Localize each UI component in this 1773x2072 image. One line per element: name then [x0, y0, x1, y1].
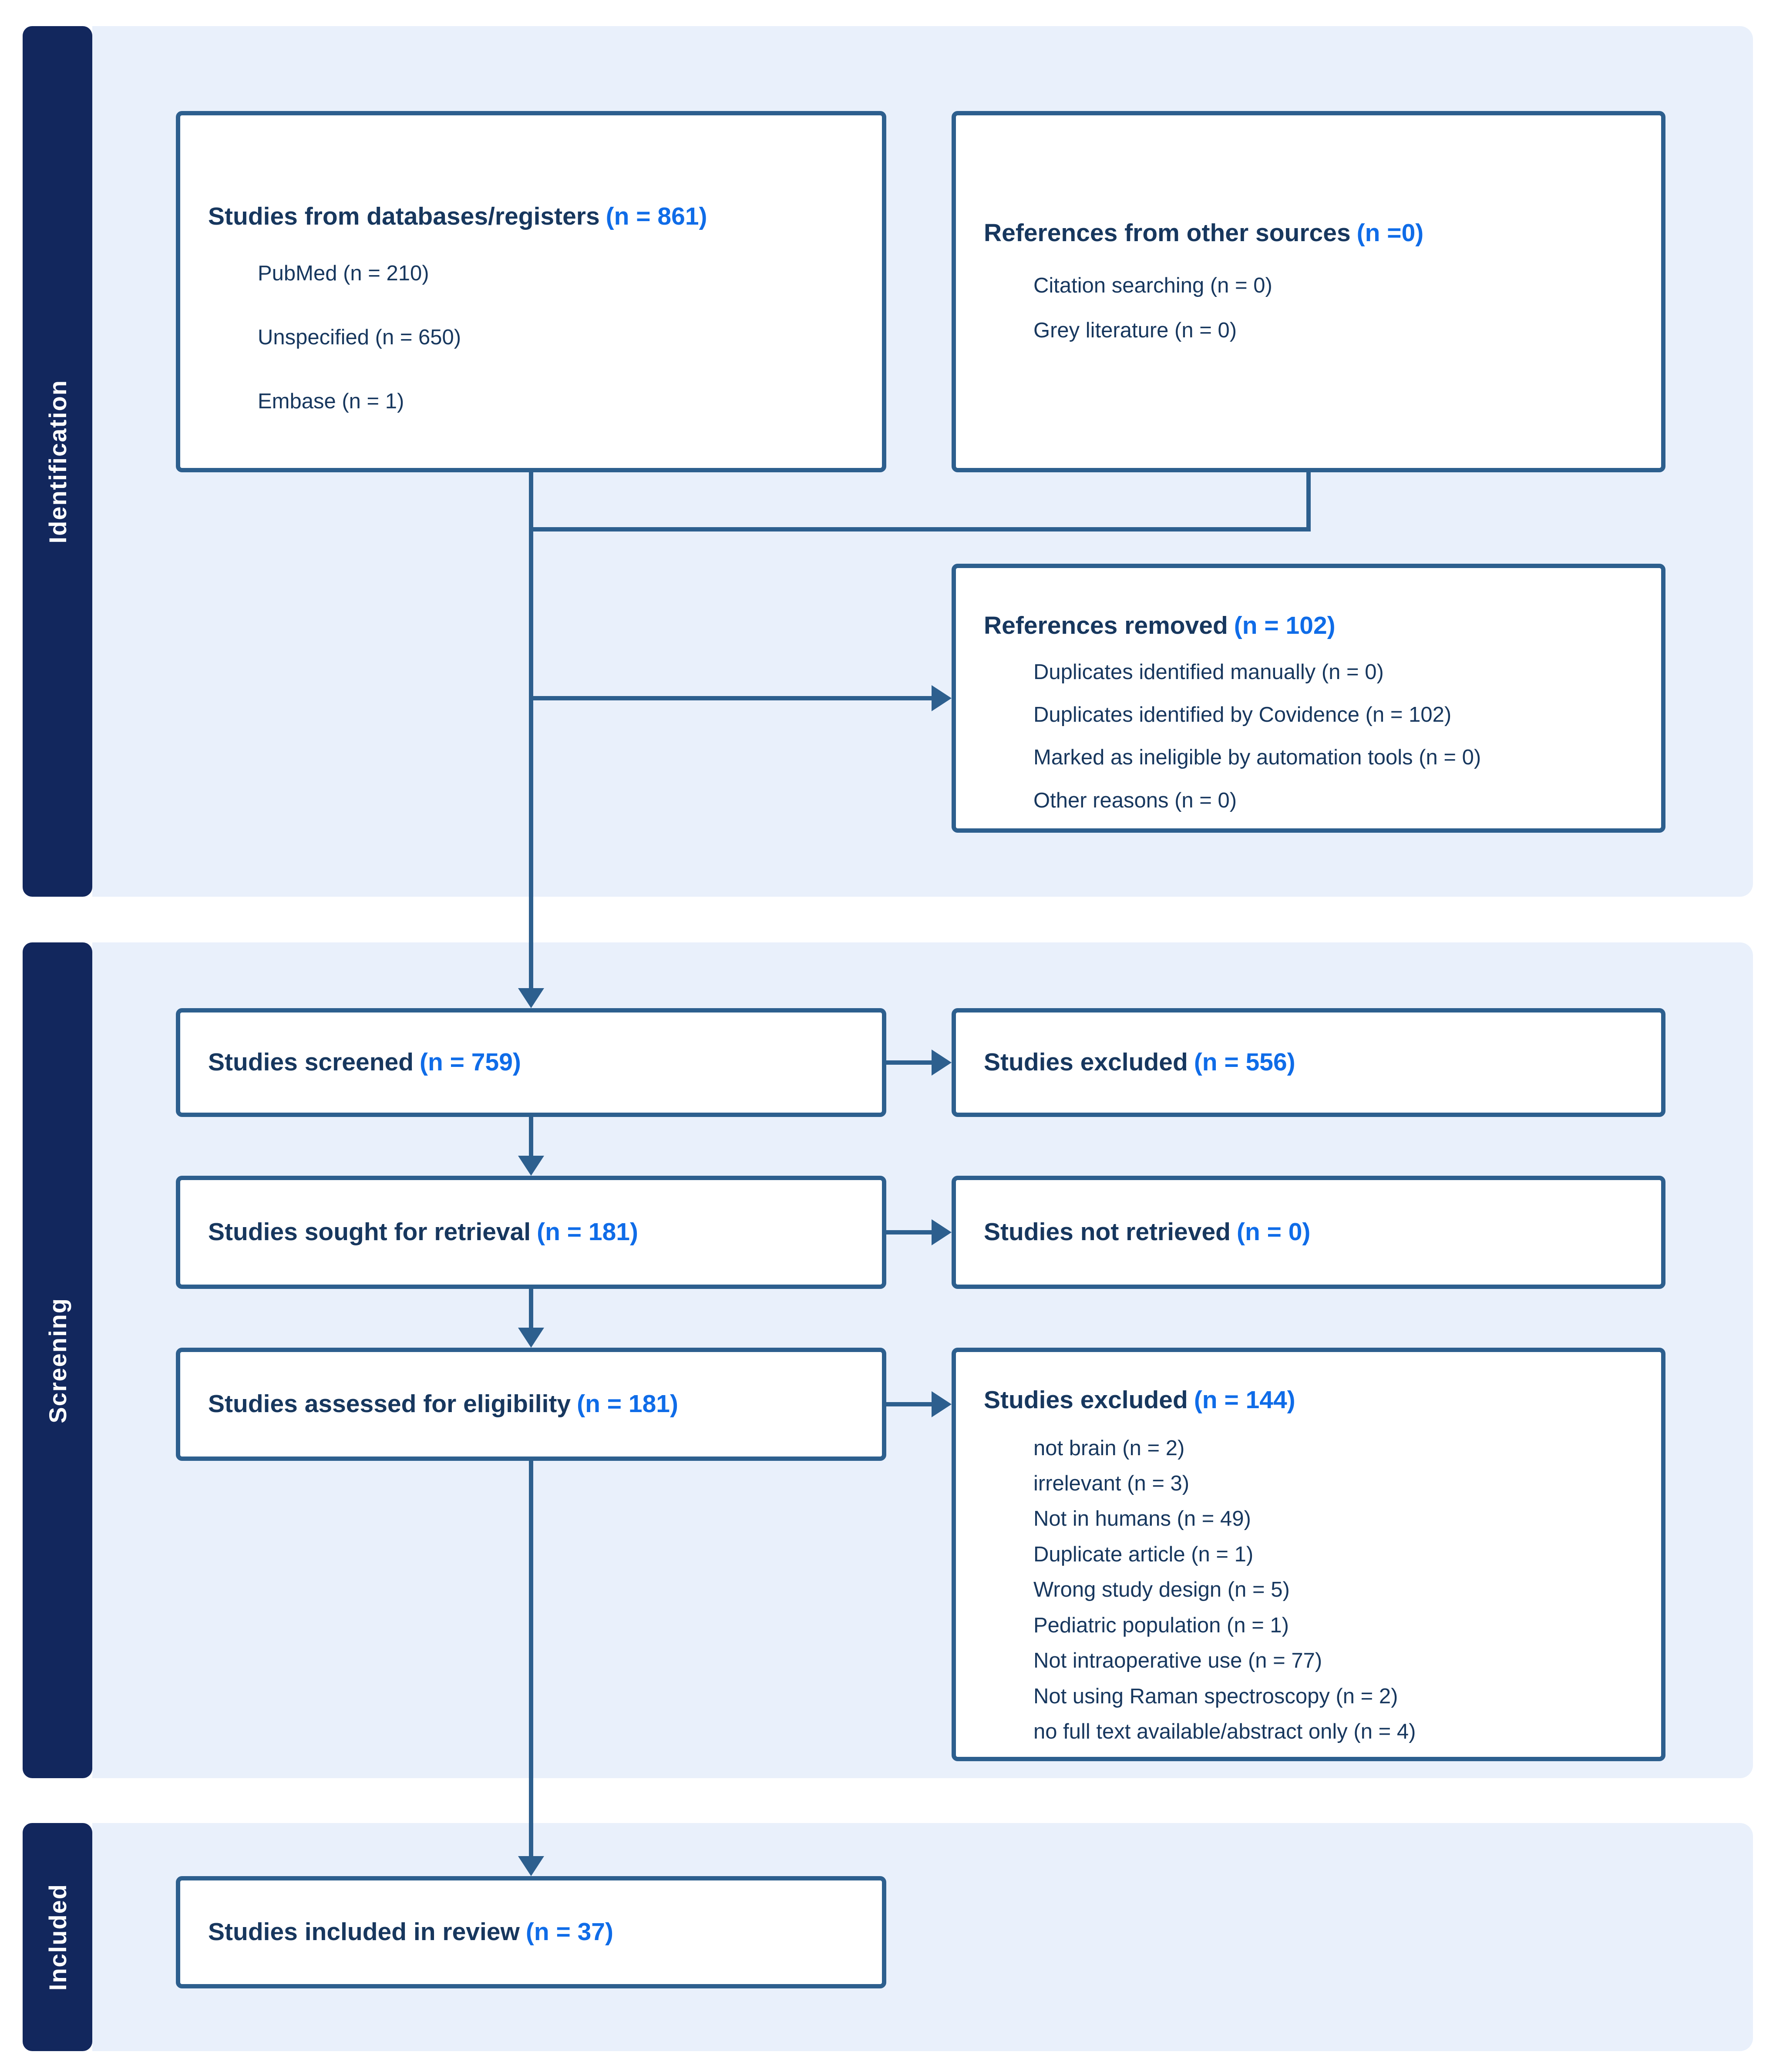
list-item: Marked as ineligible by automation tools… — [1033, 746, 1481, 770]
box-studies-included: Studies included in review(n = 37) — [176, 1876, 886, 1988]
connector-assessed-to-excluded — [886, 1402, 932, 1406]
list-item: Embase (n = 1) — [258, 390, 404, 414]
box-count: (n = 556) — [1194, 1048, 1295, 1076]
box-title: Studies excluded(n = 556) — [956, 1048, 1295, 1077]
list-item: Citation searching (n = 0) — [1033, 273, 1272, 297]
box-count: (n =0) — [1356, 219, 1424, 247]
box-title-text: Studies assessed for eligibility — [208, 1390, 571, 1418]
box-title-text: Studies included in review — [208, 1918, 520, 1946]
box-title-text: Studies screened — [208, 1048, 414, 1076]
list-item: Not intraoperative use (n = 77) — [1033, 1649, 1322, 1673]
box-sublist: Citation searching (n = 0) Grey literatu… — [956, 273, 1661, 342]
list-item: Pediatric population (n = 1) — [1033, 1613, 1289, 1637]
list-item: Other reasons (n = 0) — [1033, 788, 1237, 812]
stagebar-screening: Screening — [23, 942, 92, 1778]
stage-label-included: Included — [44, 1883, 71, 1991]
box-sublist: not brain (n = 2) irrelevant (n = 3) Not… — [956, 1437, 1661, 1743]
arrowhead-into-assessed — [518, 1328, 544, 1348]
box-sublist: PubMed (n = 210) Unspecified (n = 650) E… — [180, 262, 882, 413]
box-sublist: Duplicates identified manually (n = 0) D… — [956, 661, 1661, 812]
arrowhead-into-references-removed — [932, 685, 952, 711]
box-count: (n = 144) — [1194, 1386, 1295, 1414]
box-studies-excluded-screening: Studies excluded(n = 556) — [952, 1008, 1665, 1117]
box-count: (n = 102) — [1234, 612, 1336, 639]
connector-other-sources-stub — [1306, 472, 1311, 531]
box-count: (n = 37) — [525, 1918, 613, 1946]
list-item: Unspecified (n = 650) — [258, 325, 461, 349]
list-item: Grey literature (n = 0) — [1033, 318, 1237, 342]
box-title: Studies not retrieved(n = 0) — [956, 1218, 1310, 1247]
box-title: References removed(n = 102) — [956, 612, 1661, 640]
stagebar-included: Included — [23, 1823, 92, 2051]
connector-sought-to-not-retrieved — [886, 1230, 932, 1234]
stagebar-identification: Identification — [23, 26, 92, 897]
arrowhead-into-screened — [518, 988, 544, 1008]
connector-identification-to-screened — [529, 472, 533, 991]
box-count: (n = 0) — [1236, 1218, 1311, 1246]
list-item: PubMed (n = 210) — [258, 261, 429, 285]
connector-screened-to-sought — [529, 1117, 533, 1157]
box-studies-excluded-eligibility: Studies excluded(n = 144) not brain (n =… — [952, 1348, 1665, 1761]
arrowhead-into-not-retrieved — [932, 1219, 952, 1245]
arrowhead-into-excluded-screening — [932, 1049, 952, 1076]
box-studies-assessed: Studies assessed for eligibility(n = 181… — [176, 1348, 886, 1461]
box-title: Studies sought for retrieval(n = 181) — [180, 1218, 638, 1247]
box-title-text: Studies sought for retrieval — [208, 1218, 531, 1246]
list-item: Wrong study design (n = 5) — [1033, 1578, 1290, 1602]
box-title-text: References removed — [984, 612, 1228, 639]
box-count: (n = 181) — [577, 1390, 678, 1418]
stage-label-identification: Identification — [44, 379, 71, 544]
connector-merge-horizontal — [529, 527, 1311, 531]
box-studies-sought: Studies sought for retrieval(n = 181) — [176, 1176, 886, 1289]
list-item: irrelevant (n = 3) — [1033, 1471, 1190, 1495]
box-count: (n = 861) — [606, 202, 707, 230]
box-title: Studies excluded(n = 144) — [956, 1386, 1661, 1415]
list-item: no full text available/abstract only (n … — [1033, 1720, 1416, 1744]
connector-screened-to-excluded — [886, 1060, 932, 1065]
list-item: Duplicates identified manually (n = 0) — [1033, 660, 1384, 684]
stage-label-screening: Screening — [44, 1297, 71, 1423]
box-databases-registers: Studies from databases/registers(n = 861… — [176, 111, 886, 472]
box-title: Studies assessed for eligibility(n = 181… — [180, 1390, 678, 1419]
connector-sought-to-assessed — [529, 1289, 533, 1329]
list-item: Not in humans (n = 49) — [1033, 1507, 1251, 1531]
box-title-text: Studies excluded — [984, 1386, 1188, 1414]
box-title-text: Studies from databases/registers — [208, 202, 600, 230]
connector-assessed-to-included — [529, 1461, 533, 1857]
arrowhead-into-sought — [518, 1156, 544, 1176]
box-count: (n = 759) — [420, 1048, 521, 1076]
box-title: Studies screened(n = 759) — [180, 1048, 521, 1077]
box-references-removed: References removed(n = 102) Duplicates i… — [952, 564, 1665, 833]
list-item: not brain (n = 2) — [1033, 1436, 1185, 1460]
box-studies-not-retrieved: Studies not retrieved(n = 0) — [952, 1176, 1665, 1289]
box-count: (n = 181) — [537, 1218, 638, 1246]
box-other-sources: References from other sources(n =0) Cita… — [952, 111, 1665, 472]
box-title-text: Studies excluded — [984, 1048, 1188, 1076]
box-title-text: Studies not retrieved — [984, 1218, 1231, 1246]
connector-to-references-removed — [529, 696, 932, 700]
box-studies-screened: Studies screened(n = 759) — [176, 1008, 886, 1117]
list-item: Duplicate article (n = 1) — [1033, 1542, 1254, 1566]
box-title: Studies included in review(n = 37) — [180, 1918, 613, 1947]
arrowhead-into-included — [518, 1856, 544, 1876]
list-item: Not using Raman spectroscopy (n = 2) — [1033, 1684, 1398, 1708]
box-title: Studies from databases/registers(n = 861… — [180, 202, 882, 231]
box-title-text: References from other sources — [984, 219, 1351, 247]
box-title: References from other sources(n =0) — [956, 219, 1661, 248]
list-item: Duplicates identified by Covidence (n = … — [1033, 703, 1452, 727]
arrowhead-into-excluded-eligibility — [932, 1391, 952, 1417]
